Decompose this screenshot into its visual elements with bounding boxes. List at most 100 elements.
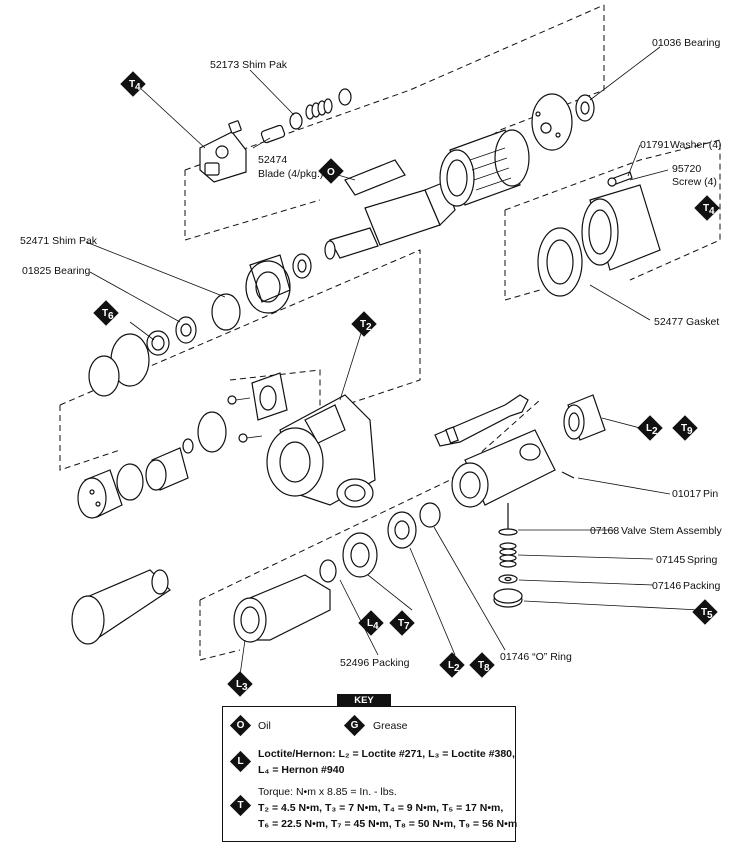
svg-text:6: 6 (108, 311, 114, 322)
svg-text:L: L (236, 679, 242, 690)
svg-text:T: T (703, 203, 709, 214)
label-shim-pak-52471: 52471 Shim Pak (20, 235, 98, 247)
badge-t2: T 2 (351, 311, 377, 337)
svg-text:L: L (448, 660, 454, 671)
label-packing-07146-txt: Packing (683, 580, 721, 592)
key-torque-line3: T₆ = 22.5 N•m, T₇ = 45 N•m, T₈ = 50 N•m,… (258, 818, 518, 830)
bearing-01825-part (175, 316, 197, 344)
label-pin-01017-num: 01017 (672, 488, 701, 500)
large-ring-2-part (88, 355, 120, 397)
ring-seal-part (197, 411, 227, 453)
blade-part (228, 120, 286, 144)
label-spring-07145-txt: Spring (687, 554, 718, 566)
handle-body-part (451, 429, 556, 508)
badges: T 4 O T 4 T 6 T 2 L 2 T 9 (93, 71, 720, 697)
label-blade-52474-num: 52474 (258, 154, 287, 166)
handle-housing-assembly (77, 372, 376, 519)
label-screw-95720-txt: Screw (4) (672, 176, 717, 188)
svg-text:9: 9 (687, 426, 693, 437)
bearing-01036-part (575, 94, 595, 122)
label-shim-pak-52173: 52173 Shim Pak (210, 59, 288, 71)
retainer-ring-part (116, 463, 144, 501)
key-loctite-line2: L₄ = Hernon #940 (258, 764, 345, 776)
label-bearing-01825: 01825 Bearing (22, 265, 90, 277)
label-spring-07145-num: 07145 (656, 554, 685, 566)
label-bearing-01036: 01036 Bearing (652, 37, 720, 49)
throttle-assembly (71, 394, 606, 645)
front-bearing-assembly (88, 316, 197, 397)
valve-cap-part (493, 588, 523, 608)
label-gasket-52477-num: 52477 (654, 316, 683, 328)
vane-blade-part (344, 159, 406, 196)
screws-part (227, 395, 263, 443)
regulator-part (387, 511, 417, 549)
exhaust-plate-part (251, 372, 288, 421)
svg-text:O: O (327, 167, 335, 178)
label-screw-95720-num: 95720 (672, 163, 701, 175)
svg-text:T: T (360, 319, 366, 330)
label-packing-07146-num: 07146 (652, 580, 681, 592)
svg-text:T: T (681, 423, 687, 434)
small-spring-part (305, 98, 333, 120)
front-end-plate-part (531, 93, 573, 151)
main-housing-part (266, 394, 376, 508)
spring-07145-part (499, 542, 517, 568)
svg-text:L: L (646, 423, 652, 434)
key-loctite-icon: L (229, 750, 252, 773)
svg-text:4: 4 (373, 621, 379, 632)
badge-t9: T 9 (672, 415, 698, 441)
badge-l3: L 3 (227, 671, 253, 697)
svg-text:4: 4 (135, 82, 141, 93)
throttle-lever-part (434, 394, 529, 447)
badge-t8: T 8 (469, 652, 495, 678)
svg-text:5: 5 (707, 610, 713, 621)
key-torque-line2: T₂ = 4.5 N•m, T₃ = 7 N•m, T₄ = 9 N•m, T₅… (258, 802, 504, 814)
svg-text:T: T (701, 607, 707, 618)
svg-text:2: 2 (366, 322, 372, 333)
rotor-assembly (199, 88, 595, 331)
svg-text:3: 3 (242, 682, 248, 693)
bearing-plate-part (245, 254, 291, 314)
badge-o-oil: O (318, 158, 344, 184)
label-washer-01791-num: 01791 (640, 139, 669, 151)
label-blade-52474-txt: Blade (4/pkg.) (258, 168, 323, 180)
key-grease-label: Grease (373, 720, 408, 732)
part-labels: 52173 Shim Pak 01036 Bearing 52474 Blade… (20, 37, 723, 669)
small-oring-part (182, 438, 194, 454)
key-torque-line1: Torque: N•m x 8.85 = In. - lbs. (258, 786, 397, 798)
pin-01017-part (561, 471, 575, 479)
label-valve-07168-num: 07168 (590, 525, 619, 537)
motor-housing-part (581, 184, 661, 271)
muffler-part (77, 469, 123, 519)
key-loctite-line1: Loctite/Hernon: L₂ = Loctite #271, L₃ = … (258, 748, 515, 760)
key-torque-icon: T (229, 794, 252, 817)
nut-part (146, 330, 170, 356)
rotor-shaft-part (324, 181, 456, 260)
nut-52496-part (342, 532, 378, 578)
throttle-sleeve-part (233, 574, 331, 643)
svg-text:8: 8 (484, 663, 490, 674)
badge-t4-top: T 4 (120, 71, 146, 97)
svg-text:T: T (102, 308, 108, 319)
svg-text:T: T (478, 660, 484, 671)
key-grease-icon: G (343, 714, 366, 737)
svg-text:4: 4 (709, 206, 715, 217)
label-washer-01791-txt: Washer (4) (670, 139, 722, 151)
oring-01746-part (419, 502, 441, 528)
badge-l4: L 4 (358, 610, 384, 636)
grip-part (71, 569, 171, 645)
label-valve-07168-txt: Valve Stem Assembly (621, 525, 723, 537)
shim-ring-52471-part (211, 293, 241, 331)
leader-lines (85, 46, 701, 676)
small-bearing-part (292, 253, 312, 279)
inlet-bushing-part (563, 394, 606, 441)
washer-screw-part (607, 171, 633, 187)
label-gasket-52477-txt: Gasket (686, 316, 719, 328)
badge-t7: T 7 (389, 610, 415, 636)
label-oring-01746: 01746 “O” Ring (500, 651, 572, 663)
svg-text:2: 2 (652, 426, 658, 437)
badge-t6: T 6 (93, 300, 119, 326)
cylinder-part (439, 129, 530, 207)
motor-housing-assembly (537, 171, 661, 297)
packing-52496-part (319, 559, 337, 583)
